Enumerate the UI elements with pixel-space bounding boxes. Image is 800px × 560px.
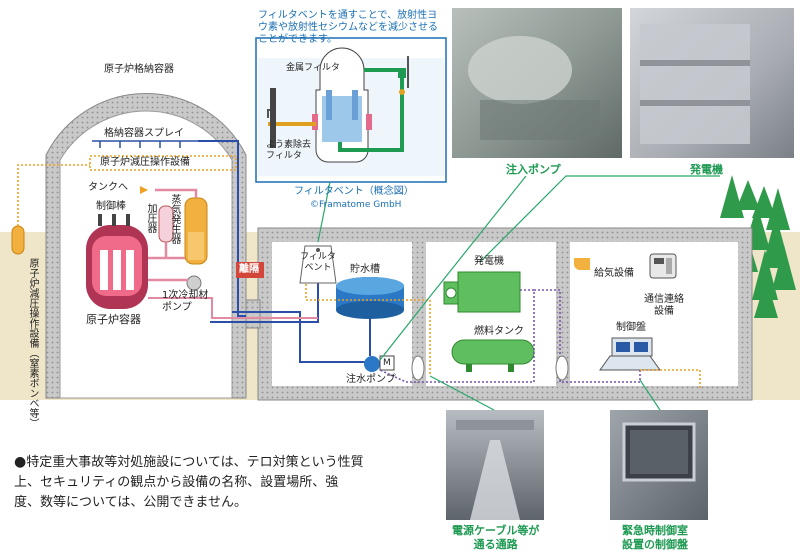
photo-cable-passage	[446, 410, 544, 520]
nitrogen-cylinder	[11, 225, 25, 255]
filter-detail-box	[255, 37, 447, 183]
label-filter-vent-box: フィルタベント	[300, 252, 336, 273]
label-injection-pump-small: 注水ポンプ	[346, 374, 396, 385]
air-supply-symbol	[574, 258, 590, 270]
label-containment-spray: 格納容器スプレイ	[104, 128, 184, 139]
label-fuel-tank: 燃料タンク	[474, 326, 524, 337]
injection-pump-symbol	[364, 355, 395, 372]
note-text: 特定重大事故等対処施設については、テロ対策という性質上、セキュリティの観点から設…	[14, 455, 364, 510]
generator-symbol	[443, 271, 521, 313]
label-control-panel: 制御盤	[616, 322, 646, 333]
label-motor: M	[383, 358, 391, 368]
photo-control-panel	[610, 410, 708, 520]
label-steam-generator: 蒸気発生器	[169, 194, 180, 244]
leader-lines	[317, 175, 720, 411]
caption-cable-passage: 電源ケーブル等が 通る通路	[452, 524, 540, 551]
power-cables	[305, 284, 701, 388]
connecting-duct	[245, 299, 261, 329]
filter-caption: フィルタベント（概念図）	[294, 186, 414, 197]
disclosure-note: ●特定重大事故等対処施設については、テロ対策という性質上、セキュリティの観点から…	[14, 452, 364, 513]
filter-credit: ©Framatome GmbH	[310, 200, 402, 210]
label-nitrogen-cylinder: 原子炉減圧操作設備（窒素ボンベ等）	[27, 258, 38, 428]
phone-symbol	[649, 253, 677, 279]
label-air-supply: 給気設備	[594, 268, 634, 279]
blue-pipes	[198, 140, 370, 363]
caption-generator: 発電機	[690, 163, 723, 176]
spray-line	[92, 140, 198, 148]
pink-pipe-out	[148, 297, 318, 319]
filter-vent-vessel	[299, 245, 337, 284]
primary-loops	[148, 188, 198, 282]
caption-control-panel: 緊急時制御室 設置の制御盤	[622, 524, 688, 551]
label-separation: 離隔	[239, 264, 259, 275]
label-pressurizer: 加圧器	[145, 203, 156, 233]
label-coolant-pump: 1次冷却材 ポンプ	[162, 290, 209, 313]
passage-marker-1	[411, 355, 425, 381]
coolant-pump	[186, 275, 202, 291]
photo-injection-pump	[452, 8, 622, 158]
label-comm-equipment: 通信連絡 設備	[644, 294, 684, 317]
passage-marker-2	[555, 355, 569, 381]
label-generator-small: 発電機	[474, 256, 504, 267]
note-bullet: ●	[14, 454, 27, 470]
caption-injection-pump: 注入ポンプ	[506, 163, 561, 176]
reactor-vessel	[86, 225, 148, 309]
nitrogen-line	[17, 164, 90, 226]
water-tank	[336, 277, 404, 319]
separation-badge	[236, 262, 264, 278]
depressurization-panel-box	[89, 155, 237, 171]
label-containment-vessel: 原子炉格納容器	[104, 64, 174, 75]
filter-callout: フィルタベントを通すことで、放射性ヨウ素や放射性セシウムなどを減少させることがで…	[258, 10, 438, 45]
photo-generator	[630, 8, 794, 158]
steam-generator	[184, 197, 208, 265]
label-iodine-filter: よう素除去 フィルタ	[266, 140, 312, 161]
control-panel-symbol	[599, 337, 661, 371]
label-to-tank: タンクへ	[88, 182, 128, 193]
label-metal-filter: 金属フィルタ	[286, 63, 340, 73]
label-control-rods: 制御棒	[96, 201, 126, 212]
label-reactor-vessel: 原子炉容器	[86, 313, 141, 326]
control-rods-glyph	[98, 214, 130, 226]
label-depressurization-panel: 原子炉減圧操作設備	[100, 157, 190, 168]
tank-valve	[140, 186, 148, 194]
label-water-tank: 貯水槽	[350, 264, 380, 275]
